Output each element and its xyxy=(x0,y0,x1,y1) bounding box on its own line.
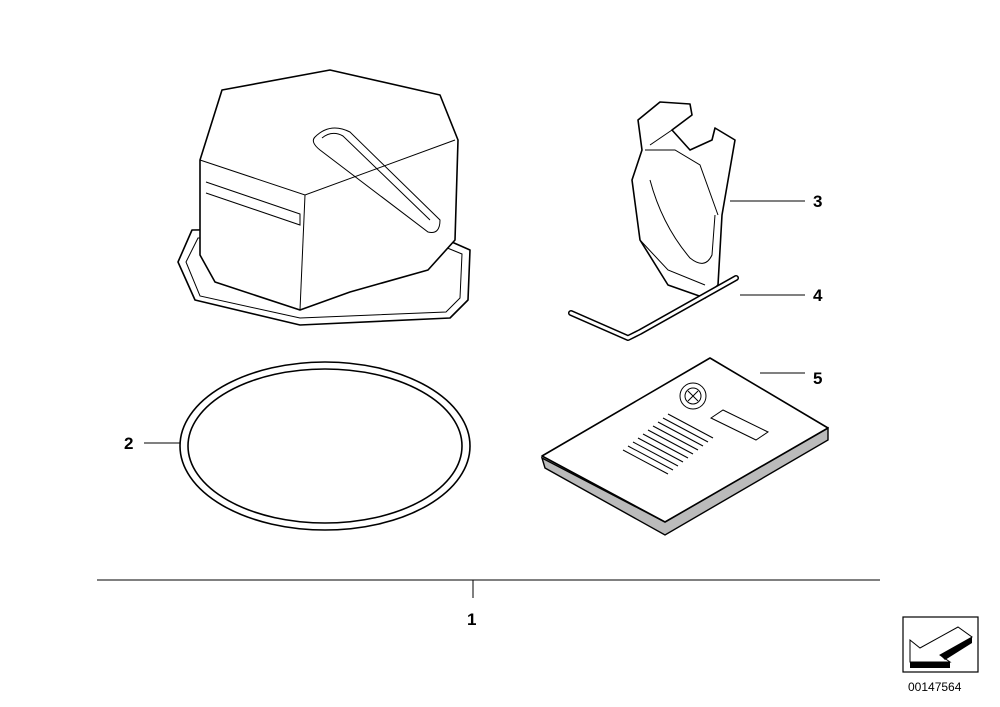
manual-part xyxy=(540,357,829,536)
image-number: 00147564 xyxy=(908,680,962,694)
ring-part xyxy=(179,361,471,531)
callout-2: 2 xyxy=(124,434,133,453)
callout-4: 4 xyxy=(813,286,823,305)
callout-5: 5 xyxy=(813,369,822,388)
callout-3: 3 xyxy=(813,192,822,211)
clip-part xyxy=(631,101,736,299)
arrow-reference-icon xyxy=(902,616,979,673)
callout-1: 1 xyxy=(467,610,476,629)
wrench-part xyxy=(568,275,739,341)
cover-part xyxy=(177,69,471,326)
